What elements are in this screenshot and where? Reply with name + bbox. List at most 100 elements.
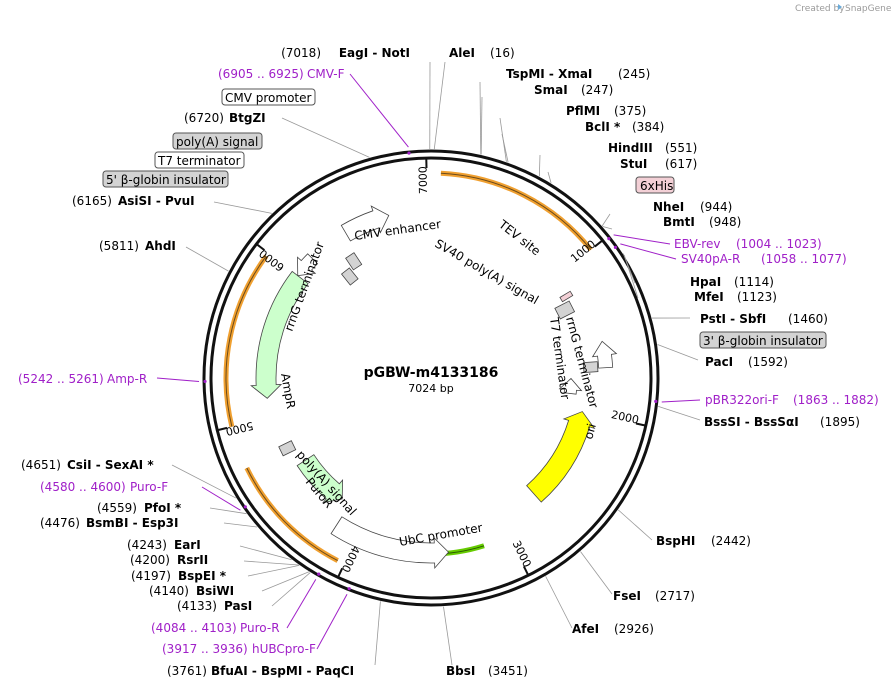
primer-mark-1 xyxy=(607,237,611,241)
label-cmv-promoter: CMV promoter xyxy=(221,88,316,106)
enzyme-nhei-pos: (944) xyxy=(700,200,732,214)
primer-leader-1 xyxy=(613,234,671,245)
label-6xhis: 6xHis xyxy=(635,176,675,194)
enzyme-alei-pos: (16) xyxy=(490,46,515,60)
tick-label-7000: 7000 xyxy=(416,166,430,194)
enzyme-afei-pos: (2926) xyxy=(614,622,654,636)
enzyme-smai: SmaI xyxy=(534,83,568,97)
primer-leader-0 xyxy=(349,73,409,148)
enzyme-alei: AleI xyxy=(449,46,475,60)
svg-text:CMV promoter: CMV promoter xyxy=(225,91,312,105)
rrng-terminator-right-arrow xyxy=(591,340,618,369)
primer-mark-4 xyxy=(203,379,207,384)
polya-top-box xyxy=(340,267,359,286)
enzyme-tspmi-xmai-pos: (245) xyxy=(618,67,650,81)
enzyme-pflmi-pos: (375) xyxy=(614,104,646,118)
enzyme-ahdi: AhdI xyxy=(145,239,176,253)
svg-text:6xHis: 6xHis xyxy=(640,179,673,193)
enzyme-hindiii-pos: (551) xyxy=(665,141,697,155)
enzyme-bspei-pos: (4197) xyxy=(131,569,171,583)
enzyme-leader-24 xyxy=(239,545,292,561)
enzyme-bcli-pos: (384) xyxy=(632,120,664,134)
primer-leader-3 xyxy=(661,399,701,403)
enzyme-pflmi: PflMI xyxy=(566,104,600,118)
primer-puro-r-range: (4084 .. 4103) xyxy=(151,621,237,635)
enzyme-leader-15 xyxy=(617,509,653,541)
backbone-inner xyxy=(209,156,653,600)
tick-5000 xyxy=(217,426,228,432)
enzyme-hindiii: HindIII xyxy=(608,141,653,155)
features-layer xyxy=(223,170,618,570)
enzyme-leader-17 xyxy=(545,576,573,629)
plasmid-size: 7024 bp xyxy=(408,382,453,395)
tick-label-4000: 4000 xyxy=(339,543,363,574)
enzyme-bmti: BmtI xyxy=(663,215,695,229)
enzyme-hpai: HpaI xyxy=(690,275,721,289)
enzyme-hpai-pos: (1114) xyxy=(734,275,774,289)
enzyme-leader-25 xyxy=(223,522,258,528)
feature-tev-site-label: TEV site xyxy=(495,217,543,259)
primer-pbr322ori-f-range: (1863 .. 1882) xyxy=(793,393,879,407)
primer-mark-0 xyxy=(407,151,411,155)
enzyme-leader-8 xyxy=(601,213,611,227)
enzyme-eari-pos: (4243) xyxy=(127,538,167,552)
label-5-beta-globin: 5' β-globin insulator xyxy=(102,170,229,188)
beta-globin-3-box xyxy=(582,361,599,374)
svg-text:T7 terminator: T7 terminator xyxy=(157,154,241,168)
primer-puro-f-range: (4580 .. 4600) xyxy=(40,480,126,494)
enzyme-leader-30 xyxy=(281,117,370,158)
enzyme-leader-21 xyxy=(261,571,310,592)
enzyme-mfei: MfeI xyxy=(694,290,724,304)
enzyme-bfuai-pos: (3761) xyxy=(167,664,207,678)
enzyme-csii: CsiI - SexAI * xyxy=(67,458,154,472)
primer-puro-r: Puro-R xyxy=(240,621,280,635)
tick-4000 xyxy=(337,567,344,578)
enzyme-stui: StuI xyxy=(620,157,647,171)
enzyme-bspei: BspEI * xyxy=(178,569,227,583)
plasmid-name: pGBW-m4133186 xyxy=(364,365,499,381)
primer-amp-r-range: (5242 .. 5261) xyxy=(18,372,104,386)
primer-ebv-rev: EBV-rev xyxy=(674,237,720,251)
enzyme-rsrii-pos: (4200) xyxy=(130,553,170,567)
enzyme-bsphi-pos: (2442) xyxy=(711,534,751,548)
tick-label-6000: 6000 xyxy=(257,247,287,274)
enzyme-leader-5 xyxy=(501,133,509,163)
orf-arc-top-line xyxy=(440,172,592,251)
primer-pbr322ori-f: pBR322ori-F xyxy=(705,393,779,407)
enzyme-mfei-pos: (1123) xyxy=(737,290,777,304)
feature-ampr-label: AmpR xyxy=(278,372,298,410)
ori-arrow xyxy=(526,411,596,503)
svg-text:3' β-globin insulator: 3' β-globin insulator xyxy=(703,334,823,348)
label-t7-terminator-top: T7 terminator xyxy=(154,151,245,169)
enzyme-bmti-pos: (948) xyxy=(709,215,741,229)
enzyme-leader-1 xyxy=(433,61,446,150)
enzyme-btgzi: BtgZI xyxy=(229,111,266,125)
primer-leader-5 xyxy=(201,486,241,511)
enzyme-leader-26 xyxy=(209,507,247,515)
label-3-beta-globin: 3' β-globin insulator xyxy=(699,331,827,349)
enzyme-paci-pos: (1592) xyxy=(748,355,788,369)
tick-label-5000: 5000 xyxy=(224,419,254,438)
enzyme-bbsi: BbsI xyxy=(446,664,475,678)
feature-ori-label: ori xyxy=(581,422,599,441)
enzyme-leader-28 xyxy=(185,246,229,272)
enzyme-bcli: BclI * xyxy=(585,120,621,134)
enzyme-stui-pos: (617) xyxy=(665,157,697,171)
enzyme-leader-6 xyxy=(538,154,541,177)
enzyme-bsiwi-pos: (4140) xyxy=(149,584,189,598)
snapgene-brand: SnapGene xyxy=(845,4,892,14)
enzyme-bsiwi: BsiWI xyxy=(196,584,234,598)
primer-leader-4 xyxy=(156,377,200,383)
enzyme-eagi-noti: EagI - NotI xyxy=(339,46,410,60)
snapgene-logo-icon xyxy=(838,4,842,10)
enzyme-pfoi-pos: (4559) xyxy=(97,501,137,515)
enzyme-psti-sbfi-pos: (1460) xyxy=(788,312,828,326)
enzyme-leader-14 xyxy=(658,406,701,421)
tev-site-box xyxy=(559,290,574,303)
tick-2000 xyxy=(635,422,646,427)
enzyme-fsei-pos: (2717) xyxy=(655,589,695,603)
enzyme-asisi: AsiSI - PvuI xyxy=(118,194,195,208)
enzyme-psti-sbfi: PstI - SbfI xyxy=(700,312,766,326)
enzyme-leader-23 xyxy=(243,560,299,566)
